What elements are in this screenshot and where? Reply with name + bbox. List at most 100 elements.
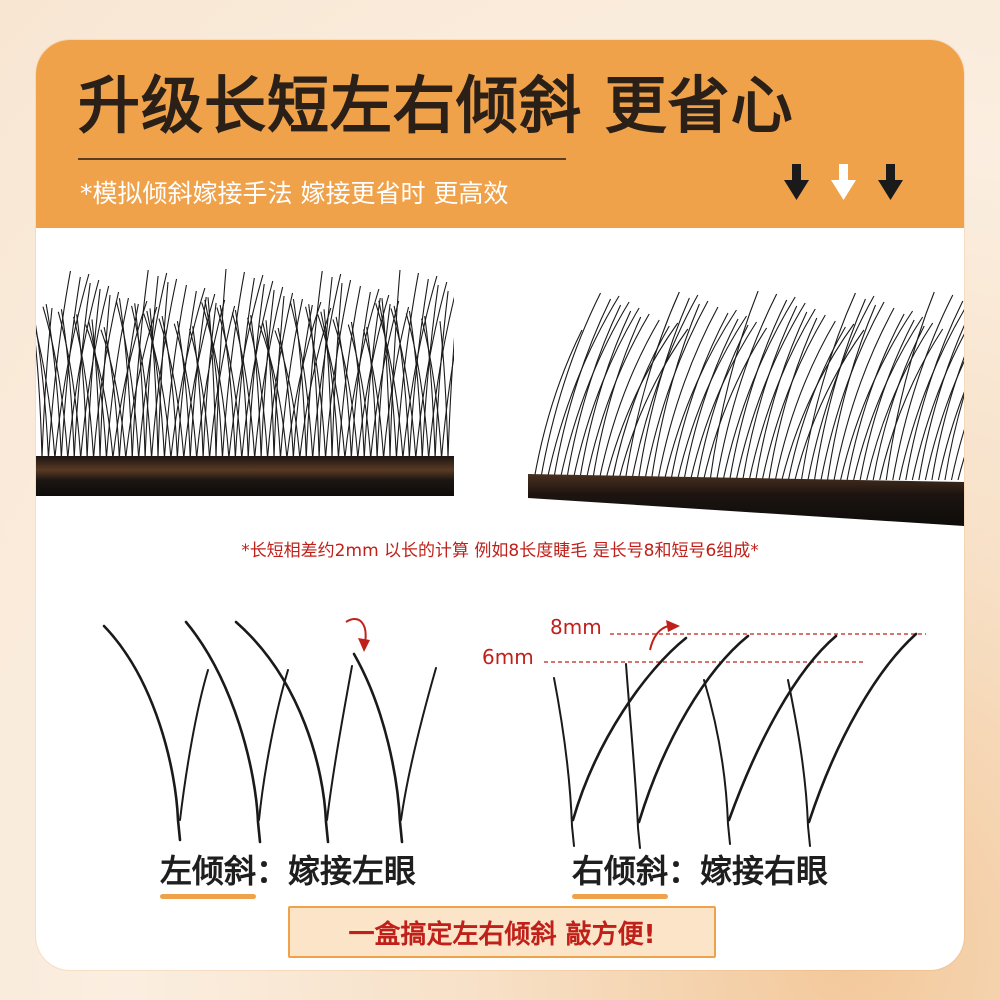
lash-fiber [393,305,410,459]
lash-fiber [415,281,448,459]
lash-fiber [618,328,689,481]
lash-fiber [273,295,285,459]
lash-fiber [676,315,747,481]
lash-fiber [787,326,846,481]
lash-fiber [553,298,612,481]
lash-fiber [350,321,365,459]
lash-fiber [36,344,43,459]
lash-fiber [546,295,620,481]
lash-fiber [234,277,255,459]
lash-fiber [748,308,816,481]
fan-right-3 [703,634,838,845]
lash-fiber [911,333,964,481]
lash-fiber [709,290,759,481]
lash-fiber [742,305,798,481]
lash-fiber [924,360,964,481]
lash-fiber [370,300,400,459]
lash-fiber [60,309,75,459]
lash-fiber [219,304,236,459]
lash-fiber [624,291,680,481]
fan-right-1 [553,636,688,847]
lash-fiber [143,313,172,459]
lash-fiber [892,294,954,481]
lash-fiber [323,309,333,459]
lash-fiber [813,298,866,481]
caption-right-rest: ：嫁接右眼 [668,852,829,890]
lash-fiber [125,306,158,459]
lash-fiber [344,288,380,459]
lash-fiber [347,324,372,459]
fan-left-1 [102,624,209,842]
caption-right-tilt: 右倾斜：嫁接右眼 [572,846,829,899]
lash-fiber [277,327,294,459]
lash-fiber [221,271,245,459]
lash-fiber [134,303,146,459]
lash-fiber [853,316,924,481]
lash-fiber [918,324,964,481]
lash-fiber [189,296,207,459]
caption-left-tilt: 左倾斜：嫁接左眼 [160,846,417,899]
lash-fiber [91,319,101,459]
lash-fiber [833,307,895,481]
fan-left-2 [184,620,289,844]
lash-fiber [408,310,423,459]
header-band: 升级长短左右倾斜 更省心 *模拟倾斜嫁接手法 嫁接更省时 更高效 [36,40,964,228]
lash-fiber [265,320,275,459]
lash-fiber [376,303,391,459]
lash-fiber [657,306,719,481]
lash-fiber [215,268,227,459]
lash-fiber [254,286,284,459]
lash-fiber [722,296,796,481]
lash-fiber [840,310,914,481]
lash-fiber [421,318,443,459]
lash-fibers-right [533,290,964,481]
banner-text: 一盒搞定左右倾斜 敲方便! [348,919,656,950]
lash-fiber [99,294,111,459]
lash-fiber [216,307,243,459]
lash-fiber [729,299,788,481]
lash-fiber [598,319,660,481]
caption-left-rest: ：嫁接左眼 [256,852,417,890]
lash-fiber [115,300,140,459]
lash-fiber [703,327,768,481]
lash-strip-right-photo [528,290,964,526]
lash-fiber [73,282,91,459]
lash-fiber [611,325,670,481]
lash-fiber [378,300,397,459]
lash-fiber [439,321,449,459]
lash-fiber [103,326,120,459]
lash-fiber [800,292,856,481]
lash-fiber [299,307,332,459]
lash-fiber [761,314,826,481]
lash-fiber [559,301,630,481]
lash-fiber [259,325,288,459]
lash-fiber [957,456,964,481]
lash-fiber [305,306,327,459]
lash-fiber [131,269,149,459]
lash-fiber [312,273,342,459]
lash-fiber [207,297,217,459]
lash-fiber [118,303,139,459]
lash-fiber [533,329,583,481]
lash-fiber [112,300,148,459]
lash-fiber [572,307,640,481]
lash-fiber [60,276,81,459]
lash-fiber [605,322,679,481]
lash-fiber [395,272,419,459]
lash-fiber [320,311,339,459]
lash-fiber [234,310,249,459]
lash-fiber [905,300,964,481]
lash-fiber [157,281,169,459]
lash-fiber [85,324,114,459]
lash-fiber [375,303,404,459]
lash-fiber [683,318,739,481]
lash-fiber [57,311,82,459]
lash-fiber [866,322,934,481]
fan-right-2 [625,634,750,849]
lash-fiber [176,290,197,459]
lash-fiber [131,305,153,459]
right-tilt-fans [553,632,918,849]
lash-fiber [80,285,110,459]
length-note: *长短相差约2mm 以长的计算 例如8长度睫毛 是长号8和短号6组成* [241,541,759,561]
lash-fiber [363,297,381,459]
